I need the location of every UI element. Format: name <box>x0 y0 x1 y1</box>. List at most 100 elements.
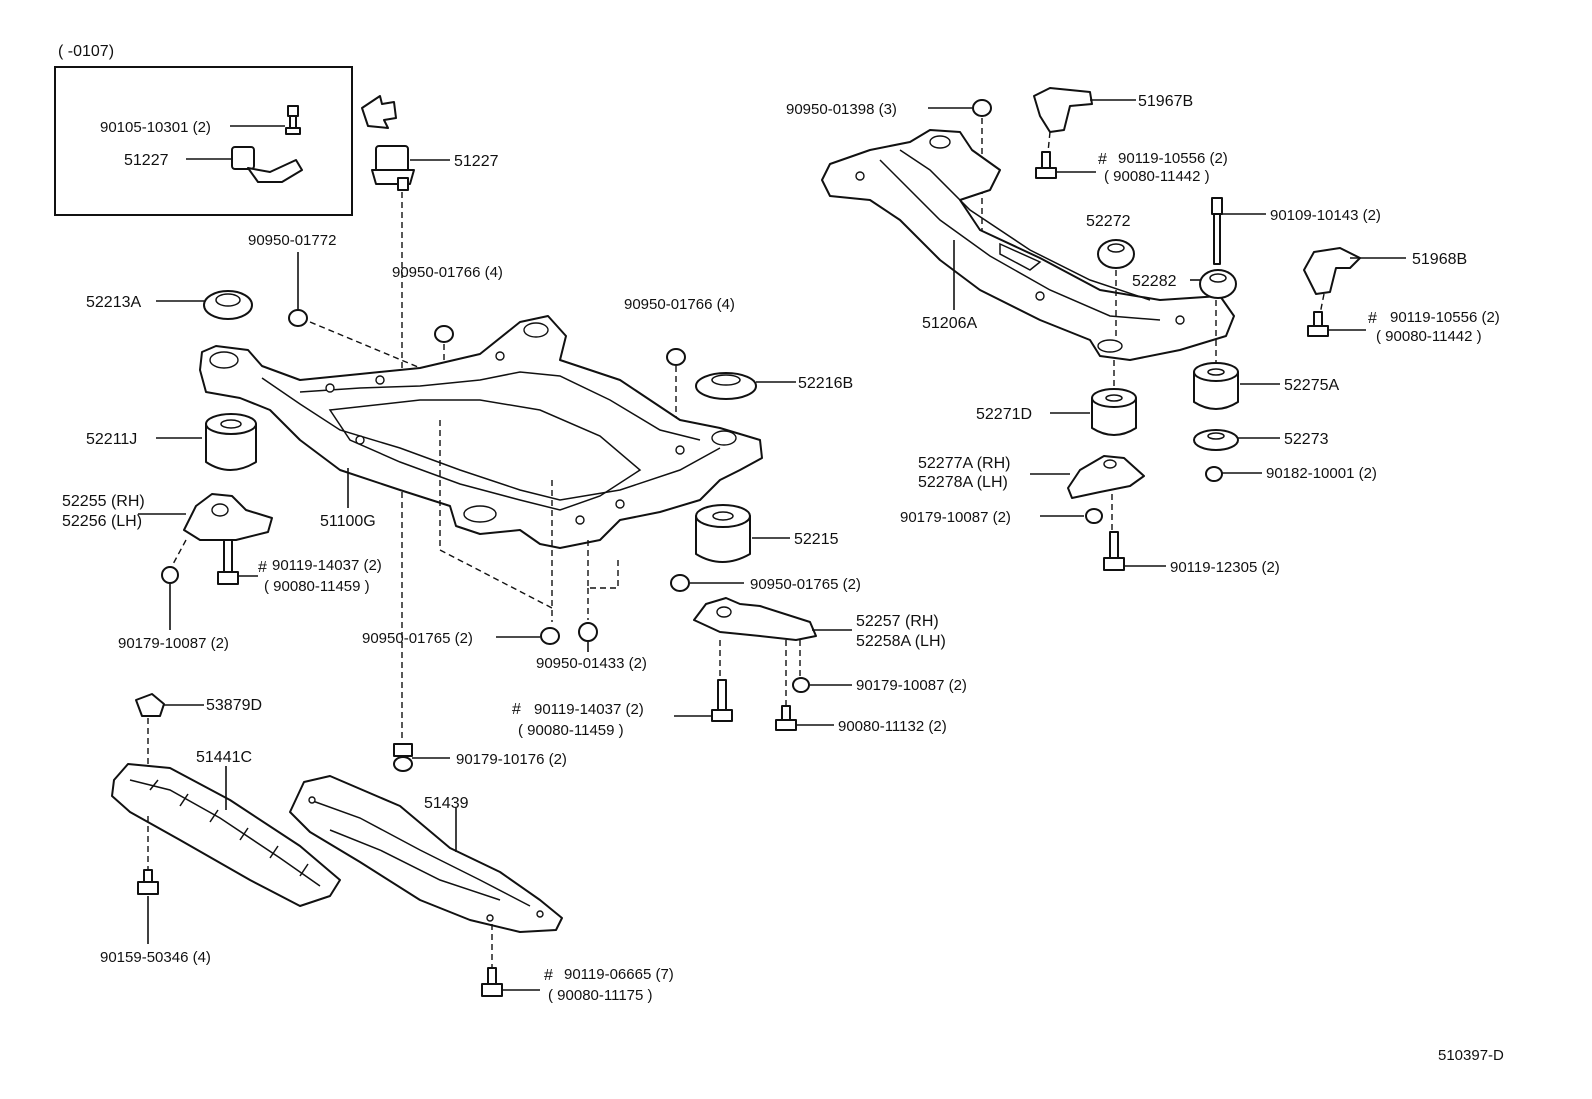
label-52213A: 52213A <box>86 294 141 311</box>
nut-90950-01433-icon <box>578 622 598 642</box>
label-52272: 52272 <box>1086 213 1131 230</box>
label-90119-14037-a: 90119-14037 (2) <box>272 557 382 574</box>
subframe-51206A <box>821 129 1235 361</box>
bushing-52215-icon <box>695 504 751 563</box>
label-90950-01772: 90950-01772 <box>248 232 336 249</box>
label-90179-10176: 90179-10176 (2) <box>456 751 567 768</box>
cushion-52216B-icon <box>695 372 757 400</box>
nut-90179-10087-a-icon <box>161 566 179 584</box>
cushion-52213A-icon <box>203 290 253 320</box>
bolt-90119-14037-b-icon <box>711 679 733 722</box>
nut-90950-01765-a-icon <box>540 627 560 645</box>
nut-90950-01398-icon <box>972 99 992 117</box>
label-90159-50346: 90159-50346 (4) <box>100 949 211 966</box>
label-52257: 52257 (RH) <box>856 613 939 630</box>
label-52256: 52256 (LH) <box>62 513 142 530</box>
label-90080-11459-a: ( 90080-11459 ) <box>264 578 370 595</box>
label-53879D: 53879D <box>206 697 262 714</box>
bolt-90119-06665-icon <box>481 967 503 997</box>
label-90105-10301: 90105-10301 (2) <box>100 119 211 136</box>
subframe-51100G <box>199 315 763 549</box>
cushion-52282-icon <box>1199 269 1237 299</box>
inset-range-label: ( -0107) <box>58 43 114 60</box>
new-mark-d: # <box>1098 151 1107 168</box>
bushing-52211J-icon <box>205 413 257 471</box>
label-90080-11442-a: ( 90080-11442 ) <box>1104 168 1210 185</box>
label-90950-01766-a: 90950-01766 (4) <box>392 264 503 281</box>
dash-90179-a <box>171 539 187 567</box>
label-90119-12305: 90119-12305 (2) <box>1170 559 1280 576</box>
dash-90950-01772 <box>309 321 431 373</box>
label-90119-10556-a: 90119-10556 (2) <box>1118 150 1228 167</box>
cushion-52273-icon <box>1193 429 1239 451</box>
bolt-90119-12305-icon <box>1103 531 1125 571</box>
label-90119-14037-b: 90119-14037 (2) <box>534 701 644 718</box>
bracket-51968B-icon <box>1303 247 1361 295</box>
nut-90179-10087-b-icon <box>792 677 810 693</box>
label-90179-10087-b: 90179-10087 (2) <box>856 677 967 694</box>
new-mark-e: # <box>1368 310 1377 327</box>
label-52277A: 52277A (RH) <box>918 455 1011 472</box>
label-51100G: 51100G <box>320 513 376 530</box>
label-90950-01766-b: 90950-01766 (4) <box>624 296 735 313</box>
bolt-90080-11132-icon <box>775 705 797 731</box>
bolt-90159-50346-icon <box>137 869 159 895</box>
bolt-90119-10556-b-icon <box>1307 311 1329 337</box>
cover-51441C <box>111 763 341 907</box>
nut-90950-01766-b-icon <box>666 348 686 366</box>
label-90080-11442-b: ( 90080-11442 ) <box>1376 328 1482 345</box>
nut-90179-10176-icon <box>393 743 413 772</box>
label-90950-01398: 90950-01398 (3) <box>786 101 897 118</box>
inset-bolt-icon <box>285 105 301 135</box>
nut-90950-01766-a-icon <box>434 325 454 343</box>
bushing-52275A-icon <box>1193 362 1239 410</box>
label-51967B: 51967B <box>1138 93 1193 110</box>
label-90950-01765-b: 90950-01765 (2) <box>750 576 861 593</box>
cover-51439 <box>289 775 563 933</box>
label-52278A: 52278A (LH) <box>918 474 1008 491</box>
label-90950-01433: 90950-01433 (2) <box>536 655 647 672</box>
label-51439: 51439 <box>424 795 469 812</box>
nut-90950-01765-b-icon <box>670 574 690 592</box>
dash-frame-a <box>439 420 553 609</box>
label-51206A: 51206A <box>922 315 977 332</box>
bolt-90109-10143-icon <box>1211 197 1223 265</box>
bracket-51227-icon <box>371 145 415 191</box>
new-mark-c: # <box>544 967 553 984</box>
label-90179-10087-a: 90179-10087 (2) <box>118 635 229 652</box>
label-52211J: 52211J <box>86 431 137 448</box>
label-90950-01765-a: 90950-01765 (2) <box>362 630 473 647</box>
label-90080-11132: 90080-11132 (2) <box>838 718 947 735</box>
dash-51968B <box>1319 293 1325 315</box>
bracket-52257-icon <box>693 597 817 641</box>
bolt-90119-10556-a-icon <box>1035 151 1057 179</box>
bushing-52271D-icon <box>1091 388 1137 436</box>
label-90109-10143: 90109-10143 (2) <box>1270 207 1381 224</box>
label-90179-10087-c: 90179-10087 (2) <box>900 509 1011 526</box>
label-90119-06665: 90119-06665 (7) <box>564 966 674 983</box>
nut-90182-10001-icon <box>1205 466 1223 482</box>
bracket-51967B-icon <box>1033 87 1093 133</box>
inset-bracket-51227-icon <box>231 146 303 183</box>
inset-frame <box>54 66 353 216</box>
bracket-52255-icon <box>183 493 273 541</box>
label-52273: 52273 <box>1284 431 1329 448</box>
label-52215: 52215 <box>794 531 839 548</box>
label-90182-10001: 90182-10001 (2) <box>1266 465 1377 482</box>
new-mark-b: # <box>512 701 521 718</box>
label-52282: 52282 <box>1132 273 1177 290</box>
label-52258A: 52258A (LH) <box>856 633 946 650</box>
label-52275A: 52275A <box>1284 377 1339 394</box>
label-51227-inset: 51227 <box>124 152 169 169</box>
arrow-icon <box>361 95 397 129</box>
cushion-52272-icon <box>1097 239 1135 269</box>
diagram-ref-code: 510397-D <box>1438 1047 1504 1064</box>
label-51227: 51227 <box>454 153 499 170</box>
label-90119-10556-b: 90119-10556 (2) <box>1390 309 1500 326</box>
label-52271D: 52271D <box>976 406 1032 423</box>
label-51968B: 51968B <box>1412 251 1467 268</box>
dash-frame-c <box>587 540 619 589</box>
clip-53879D-icon <box>135 693 165 717</box>
